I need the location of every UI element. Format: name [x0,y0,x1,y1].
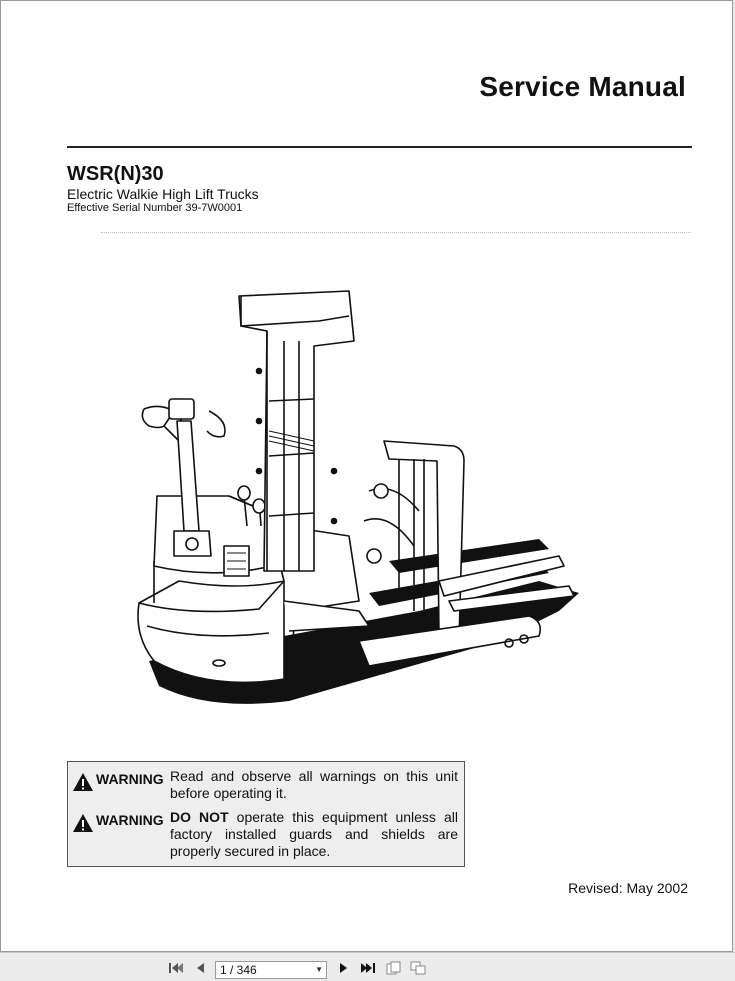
product-subtitle: Electric Walkie High Lift Trucks [67,186,259,202]
truck-illustration [137,290,579,704]
next-page-icon[interactable] [336,961,352,975]
warning-text-body: operate this equipment unless all factor… [170,809,458,859]
warning-text: DO NOT operate this equipment unless all… [170,809,458,860]
revision-date: Revised: May 2002 [568,880,688,896]
chevron-down-icon[interactable]: ▼ [315,965,323,974]
model-number: WSR(N)30 [67,163,164,185]
document-heading: Service Manual [479,71,686,102]
document-page: Service Manual WSR(N)30 Electric Walkie … [0,0,733,952]
previous-page-icon[interactable] [192,961,208,975]
warning-triangle-icon [73,814,93,832]
warning-label: WARNING [96,771,164,787]
warning-box: WARNING Read and observe all warnings on… [67,761,465,867]
last-page-icon[interactable] [360,961,376,975]
warning-label: WARNING [96,812,164,828]
dotted-rule [101,232,691,233]
single-page-view-icon[interactable] [386,961,402,975]
first-page-icon[interactable] [168,961,184,975]
two-page-view-icon[interactable] [410,961,426,975]
warning-emphasis: DO NOT [170,809,229,825]
page-number-field[interactable]: 1 / 346 ▼ [215,961,327,979]
viewer-toolbar: 1 / 346 ▼ [0,952,735,981]
warning-text: Read and observe all warnings on this un… [170,768,458,801]
page-indicator: 1 / 346 [220,963,257,977]
serial-number: Effective Serial Number 39-7W0001 [67,202,243,214]
heading-rule [67,146,692,148]
warning-triangle-icon [73,773,93,791]
